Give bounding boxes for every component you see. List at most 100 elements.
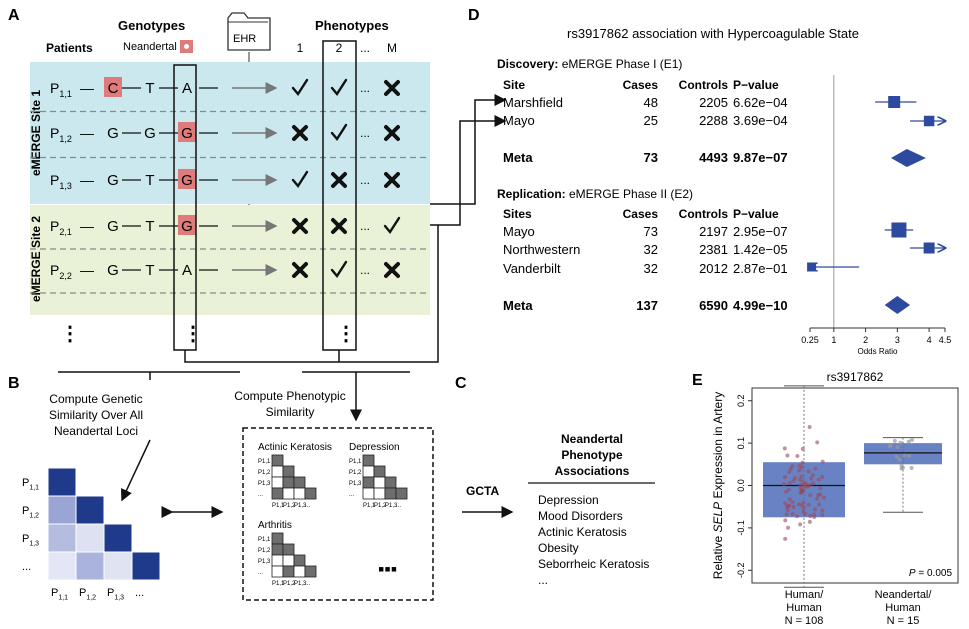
small-col-label: P1,2 (283, 503, 296, 509)
phenotype-mark (330, 260, 348, 279)
phenotype-mark (330, 123, 348, 142)
patient-label: P2,1 (50, 218, 72, 237)
patient-label: P1,2 (50, 125, 72, 144)
panel-a: A Genotypes Patients Neandertal = EHR Ph… (8, 7, 507, 422)
phenotype-mark (292, 125, 308, 141)
meta-diamond (891, 149, 926, 167)
sample-point (806, 502, 811, 507)
genetic-arrow (121, 439, 151, 502)
similarity-cell (47, 495, 77, 525)
small-matrix-cell (282, 565, 295, 578)
phenotype-col-1: 1 (297, 41, 304, 55)
patients-header: Patients (46, 41, 93, 55)
sample-point (801, 505, 806, 510)
table-cell: Mayo (503, 224, 535, 239)
phenotype-row-ellipsis: ... (360, 126, 370, 140)
small-matrix-cell (362, 487, 375, 500)
table-cell: 2197 (699, 224, 728, 239)
genotypes-header: Genotypes (118, 18, 185, 33)
small-row-label: P1,2 (258, 470, 271, 476)
panel-b: B Compute Genetic Similarity Over All Ne… (8, 375, 434, 601)
sample-point (790, 500, 795, 505)
small-matrix-cell (271, 487, 284, 500)
sample-point (790, 511, 795, 516)
matrix-col-label: ... (135, 587, 144, 599)
sample-point (791, 504, 796, 509)
association-item: Actinic Keratosis (538, 525, 627, 539)
effect-square (923, 115, 935, 127)
phenotype-mark (331, 172, 347, 188)
effect-square (923, 242, 935, 254)
sample-point (783, 536, 788, 541)
table-cell: 2381 (699, 242, 728, 257)
table-cell: 2012 (699, 261, 728, 276)
neandertal-allele-highlight (104, 77, 122, 97)
sample-point (820, 513, 825, 518)
allele: G (144, 125, 156, 142)
small-matrix-cell (373, 476, 386, 489)
sample-point (809, 476, 814, 481)
assoc-title-2: Phenotype (561, 448, 623, 462)
table-cell: 73 (644, 150, 658, 165)
small-matrix-cell (271, 454, 284, 467)
sample-point (820, 459, 825, 464)
small-matrix-cell (282, 554, 295, 567)
association-item: Mood Disorders (538, 509, 623, 523)
matrix-row-label: P1,3 (22, 533, 39, 547)
sample-point (802, 482, 807, 487)
small-row-label: P1,3 (349, 481, 362, 487)
small-matrix-cell (373, 487, 386, 500)
phenotype-mark (330, 78, 348, 97)
small-col-label: P1,1 (363, 503, 376, 509)
sample-point (820, 475, 825, 480)
small-matrix-cell (271, 554, 284, 567)
ehr-folder-icon (227, 12, 271, 51)
phenotypes-header: Phenotypes (315, 18, 389, 33)
small-col-label: P1,3 (294, 503, 307, 509)
more-matrices: ▪▪▪ (378, 559, 397, 579)
genetic-similarity-matrix: P1,1P1,1P1,2P1,2P1,3P1,3...... (22, 467, 161, 601)
small-row-label: P1,3 (258, 559, 271, 565)
small-row-label: P1,1 (258, 459, 271, 465)
sample-point (798, 477, 803, 482)
table-cell: 73 (644, 224, 658, 239)
sample-point (909, 437, 914, 442)
phenotype-mark (384, 262, 400, 278)
sample-point (786, 487, 791, 492)
sample-point (811, 481, 816, 486)
sample-point (813, 466, 818, 471)
allele: T (145, 262, 154, 279)
small-matrix-cell (293, 565, 306, 578)
sample-point (786, 525, 791, 530)
small-matrix-title: Depression (349, 442, 400, 453)
phenotype-col-4: M (387, 41, 397, 55)
phenotype-ellipsis: ⋮ (336, 323, 356, 345)
site1-to-d-arrow (430, 94, 507, 205)
genetic-text-3: Neandertal Loci (54, 424, 138, 438)
y-tick-label: 0.1 (736, 437, 746, 450)
similarity-cell (47, 467, 77, 497)
sample-point (900, 465, 905, 470)
sample-point (806, 469, 811, 474)
panel-b-label: B (8, 375, 20, 392)
phenotype-mark (384, 80, 400, 96)
patient-label: P1,1 (50, 80, 72, 99)
table-cell: Vanderbilt (503, 261, 561, 276)
small-matrix-cell (282, 465, 295, 478)
table-header: Cases (623, 207, 659, 221)
similarity-cell (103, 551, 133, 581)
x-tick-label: 1 (831, 335, 836, 345)
x-axis-label: Odds Ratio (857, 347, 898, 356)
y-axis-label: Relative SELP Expression in Artery (711, 392, 725, 579)
genotype-dash: — (80, 218, 94, 234)
genotype-dash: — (80, 125, 94, 141)
table-cell: 2.95e−07 (733, 224, 788, 239)
neandertal-allele-highlight (178, 122, 196, 142)
genotype-ellipsis: ⋮ (183, 323, 203, 345)
sample-point (800, 479, 805, 484)
sample-point (897, 457, 902, 462)
group-n: N = 15 (887, 615, 920, 627)
sample-point (800, 446, 805, 451)
